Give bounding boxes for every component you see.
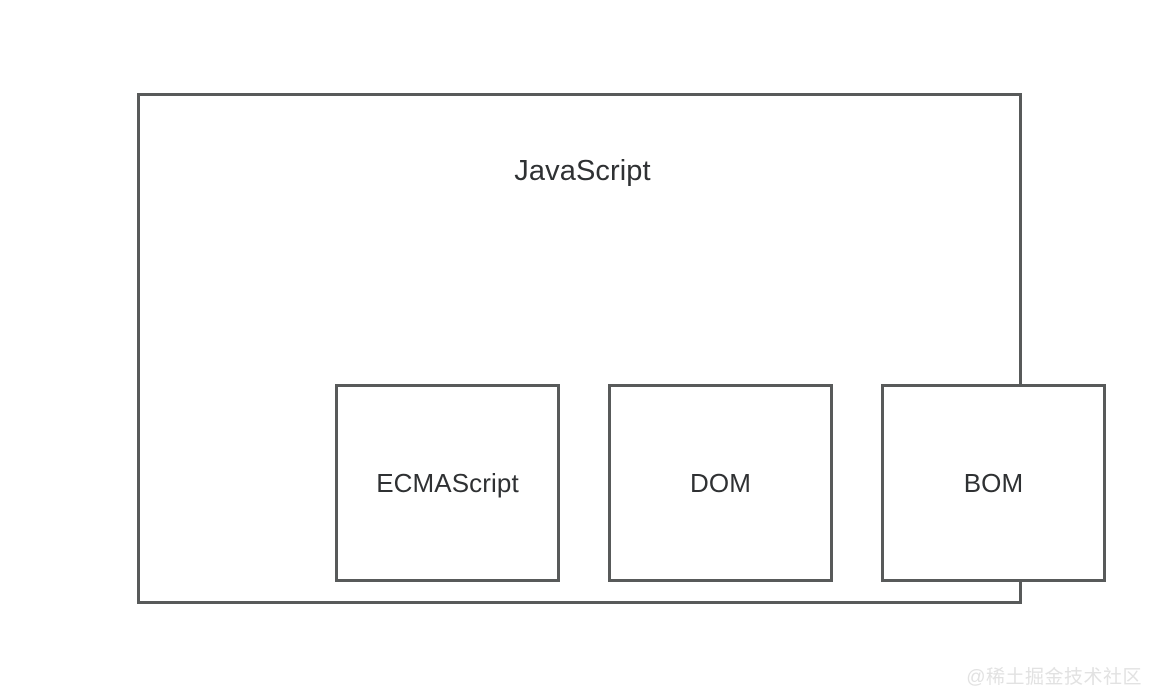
javascript-container-box: JavaScript ECMAScript DOM BOM bbox=[137, 93, 1106, 604]
ecmascript-box: ECMAScript bbox=[335, 384, 560, 582]
bom-box-label: BOM bbox=[963, 468, 1024, 498]
watermark-text: @稀土掘金技术社区 bbox=[966, 667, 1142, 689]
ecmascript-box-label: ECMAScript bbox=[376, 468, 519, 498]
bom-box: BOM bbox=[881, 384, 1106, 582]
dom-box-label: DOM bbox=[690, 468, 751, 498]
javascript-container-title: JavaScript bbox=[514, 155, 651, 187]
dom-box: DOM bbox=[608, 384, 833, 582]
